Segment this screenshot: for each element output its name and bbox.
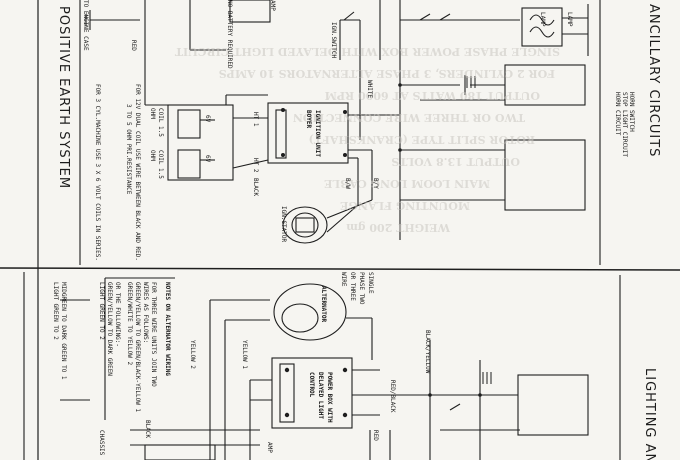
bleed-text-3: OUTPUT 180 WATTS AT 6000 RPM xyxy=(324,89,540,102)
label-ign-stator: IGN.STATOR xyxy=(280,206,287,243)
notes-title: NOTES ON ALTERNATOR WIRING xyxy=(164,282,171,376)
ign-stator-symbol xyxy=(282,206,328,244)
label-bw: B/W xyxy=(344,178,351,189)
label-single-phase: SINGLE PHASE TWO OR THREE WIRE xyxy=(340,272,374,305)
label-yellow-2: YELLOW 2 xyxy=(189,340,196,369)
notes-line-5: OR THE FOLLOWING:- xyxy=(114,282,121,348)
note-12v-resistance: 3 TO 5 OHM PRI.RESISTANCE xyxy=(125,104,132,195)
alternator-symbol xyxy=(273,283,347,341)
label-red: RED xyxy=(130,40,137,51)
notes-line-4: GREEN/WHITE TO YELLOW 2 xyxy=(126,282,133,366)
note-12v-dual-coil: FOR 12V DUAL COIL USE WIRE BETWEEN BLACK… xyxy=(134,84,141,262)
bleed-text-5: ROTOR SPLIT TYPE (CRANKSHAFT) xyxy=(308,133,535,146)
label-horn-switch: HORN SWITCH xyxy=(628,92,635,132)
label-lamp-2: LAMP xyxy=(539,12,546,27)
notes-line-8: MIDGREEN TO DARK GREEN TO 1 xyxy=(60,282,67,380)
note-3-cyl: FOR 3 CYL.MACHINE USE 3 X 6 VOLT COILS I… xyxy=(94,84,101,262)
label-coil-1: COIL 1.5 OHM xyxy=(149,108,164,137)
label-yellow-1: YELLOW 1 xyxy=(241,340,248,369)
label-black-bottom: BLACK xyxy=(144,420,151,439)
label-alternator: ALTERNATOR xyxy=(320,286,327,323)
title-ancillary-circuits: ANCILLARY CIRCUITS xyxy=(646,4,661,158)
label-amp-bottom: AMP xyxy=(266,442,273,453)
notes-line-3: GREEN/YELLOW TO GREEN/BLACK-YELLOW 1 xyxy=(134,282,141,413)
label-white: WHITE xyxy=(366,80,373,99)
title-positive-earth-system: POSITIVE EARTH SYSTEM xyxy=(56,6,71,190)
label-coil-2: COIL 1.5 OHM xyxy=(149,150,164,179)
label-ign-switch: IGN.SWITCH xyxy=(330,22,337,59)
notes-line-2: WIRES AS FOLLOWS: xyxy=(142,282,149,344)
ignition-unit-box xyxy=(267,102,349,164)
bleed-text-6: OUTPUT 13.8 VOLTS xyxy=(391,155,520,168)
label-horn-circuit: HORN CIRCUIT xyxy=(614,92,621,136)
label-power-box: POWER BOX WITH DELAYED LIGHT CONTROL xyxy=(308,372,333,423)
panel-divider xyxy=(0,267,680,271)
stop-light-box xyxy=(504,139,586,211)
label-red-black: RED/BLACK xyxy=(389,380,396,413)
label-ht1: HT 1 xyxy=(252,112,259,127)
coil-box xyxy=(167,104,234,181)
notes-line-6: GREEN/YELLOW TO DARK GREEN xyxy=(106,282,113,376)
label-red-bottom: RED xyxy=(372,430,379,441)
label-ignition-unit: IGNITION UNIT BOYER xyxy=(305,110,321,157)
label-engine-case: TO ENGINE CASE xyxy=(82,0,89,51)
label-by: B/Y xyxy=(372,178,379,189)
bleed-text-4: TWO OR THREE WIRE CONNECTION xyxy=(292,111,525,124)
label-black-yellow: BLACK/YELLOW xyxy=(424,330,431,374)
notes-line-9: LIGHT GREEN TO 2 xyxy=(52,282,59,340)
notes-line-7: LIGHT GREEN TO 2 xyxy=(98,282,105,340)
label-ht2: HT 2 xyxy=(252,158,259,173)
title-lighting-and: LIGHTING AND xyxy=(642,368,657,460)
label-no-battery: NO BATTERY REQUIRED xyxy=(226,0,233,69)
label-6v-1: 6V xyxy=(204,115,211,123)
label-stop-light-circuit: STOP LIGHT CIRCUIT xyxy=(621,92,628,158)
label-black: BLACK xyxy=(252,178,259,197)
bleed-text-9: WEIGHT 200 gm xyxy=(346,221,450,234)
lamp-box xyxy=(521,7,563,47)
bleed-text-8: MOUNTING FLANGE xyxy=(340,199,470,212)
power-box-box xyxy=(271,357,353,429)
bleed-text-2: FOR 2 CYLINDERS, 3 PHASE ALTERNATORS 10 … xyxy=(218,67,555,80)
label-chassis: CHASSIS xyxy=(98,430,105,456)
label-amp-top: AMP xyxy=(269,0,276,11)
label-6v-2: 6V xyxy=(204,155,211,163)
notes-line-1: FOR THREE WIRE UNITS JOIN TWO xyxy=(150,282,157,387)
label-lamp-1: LAMP xyxy=(566,12,573,27)
light-box xyxy=(517,374,589,436)
